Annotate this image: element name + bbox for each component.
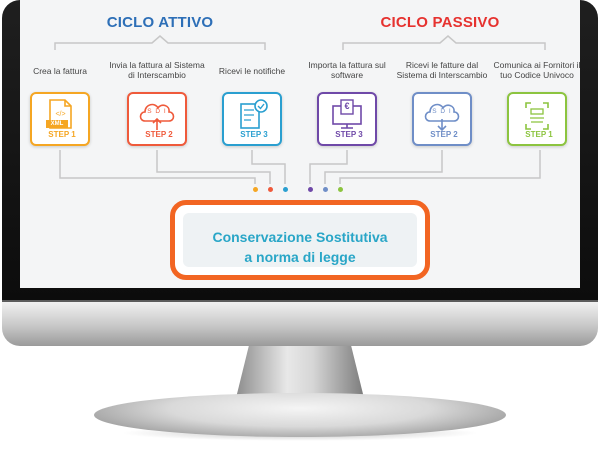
svg-text:</>: </> [55,111,65,118]
connector-dot [323,187,328,192]
document-check-icon [240,99,268,129]
conservazione-text: Conservazione Sostitutiva a norma di leg… [183,227,417,267]
step-label: STEP 2 [145,130,173,139]
cloud-download-sdi-icon [424,103,460,132]
step-card-crea-fattura[interactable]: </> XML STEP 1 [30,92,90,146]
euro-label: € [344,101,350,111]
connector-step3-passivo [309,150,348,184]
step-label: STEP 3 [240,130,268,139]
connector-dot [268,187,273,192]
step-label: STEP 3 [335,130,363,139]
conservazione-box[interactable]: Conservazione Sostitutiva a norma di leg… [170,200,430,280]
conservazione-inner: Conservazione Sostitutiva a norma di leg… [183,213,417,267]
monitor-euro-icon [332,99,362,129]
code-scan-icon [525,102,549,130]
step-card-ricevi-fatture[interactable]: S D I STEP 2 [412,92,472,146]
connector-dot [338,187,343,192]
monitor-stand-neck [236,346,364,398]
step-label: STEP 2 [430,130,458,139]
xml-document-icon: </> [46,99,72,129]
step-card-comunica-codice[interactable]: STEP 1 [507,92,567,146]
monitor-chin [2,302,598,346]
xml-label: XML [50,121,64,127]
step-caption: Crea la fattura [33,66,87,76]
step-card-importa-fattura[interactable]: € STEP 3 [317,92,377,146]
ciclo-passivo-bracket [342,35,546,50]
step-caption: Importa la fattura sul software [308,60,386,80]
connector-step3-attivo [251,150,286,184]
step-caption: Ricevi le fatture dal Sistema di Intersc… [396,60,488,80]
connector-dot [253,187,258,192]
connector-lines [54,35,546,184]
connector-step2-attivo [156,150,271,184]
step-card-invia-fattura[interactable]: S D I STEP 2 [127,92,187,146]
connector-step1-passivo [339,150,541,184]
monitor-screen: CICLO ATTIVO CICLO PASSIVO Crea la fattu… [20,0,580,288]
cloud-upload-sdi-icon [139,103,175,130]
connector-step2-passivo [324,150,443,184]
ciclo-passivo-title: CICLO PASSIVO [380,14,500,31]
sdi-label: S D I [432,108,452,115]
sdi-label: S D I [147,108,167,115]
conservazione-line2: a norma di legge [244,249,356,265]
connector-step1-attivo [59,150,256,184]
connector-dot [283,187,288,192]
monitor-stand-base [94,393,506,437]
ciclo-attivo-bracket [54,35,266,50]
step-caption: Invia la fattura al Sistema di Interscam… [109,60,205,80]
step-caption: Comunica ai Fornitori il tuo Codice Univ… [493,60,580,80]
ciclo-attivo-title: CICLO ATTIVO [106,14,214,31]
step-label: STEP 1 [525,130,553,139]
conservazione-line1: Conservazione Sostitutiva [212,229,388,245]
step-card-ricevi-notifiche[interactable]: STEP 3 [222,92,282,146]
step-caption: Ricevi le notifiche [218,66,286,76]
connector-dot [308,187,313,192]
monitor-divider [2,300,598,303]
step-label: STEP 1 [48,130,76,139]
